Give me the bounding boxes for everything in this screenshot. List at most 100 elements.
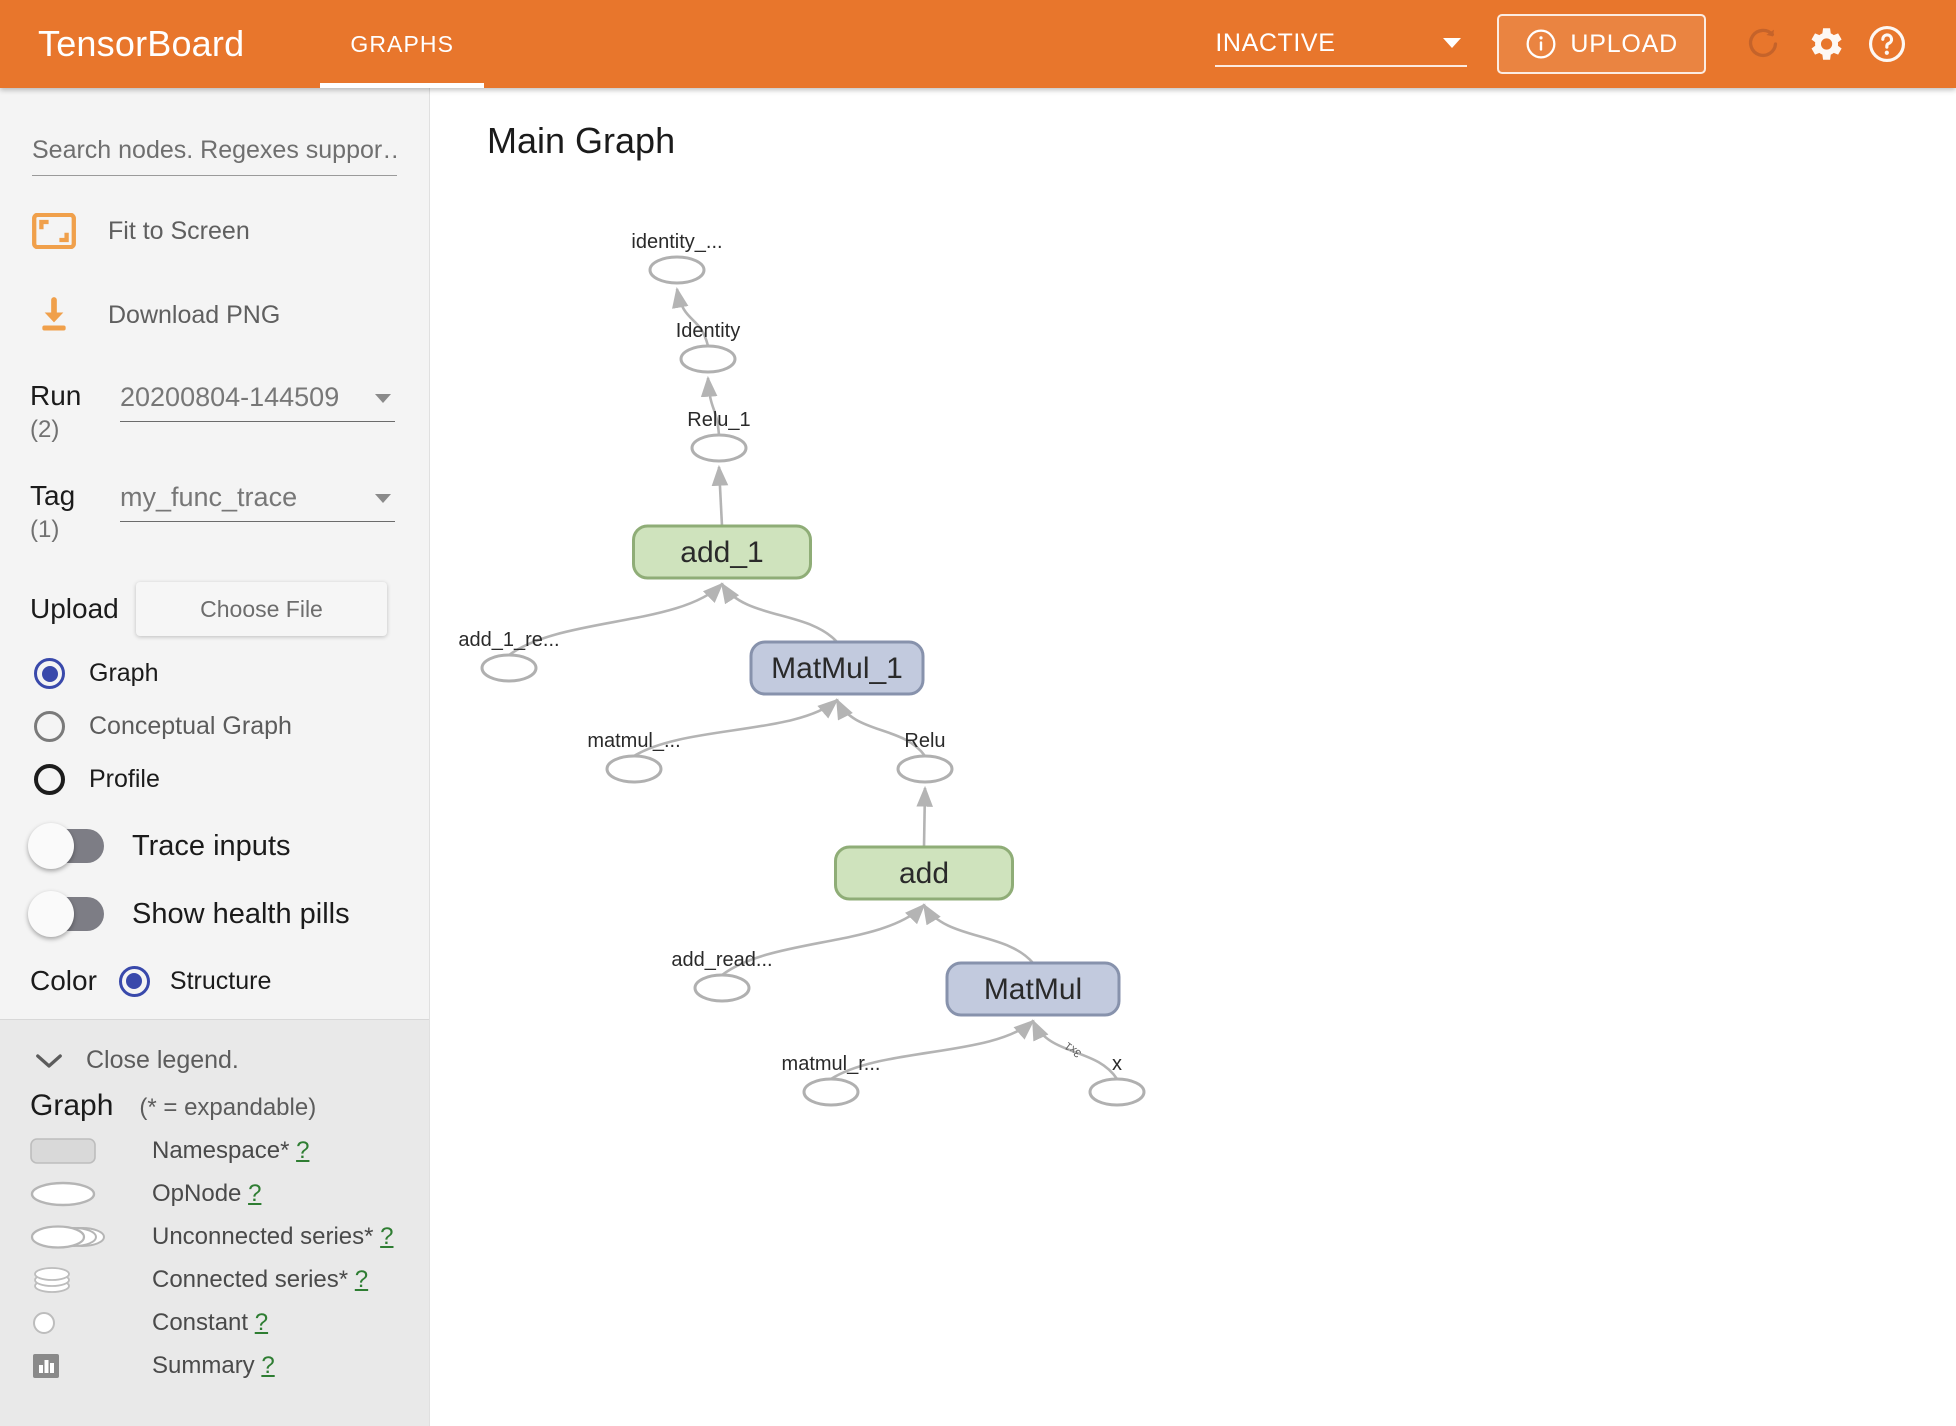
legend-label-unconnected-series: Unconnected series* ?	[152, 1223, 394, 1251]
toggle-show-health-pills[interactable]: Show health pills	[0, 891, 429, 937]
summary-swatch-icon	[30, 1352, 126, 1380]
graph-node-add_1_re[interactable]: add_1_re...	[458, 629, 560, 683]
tag-select[interactable]: my_func_trace	[120, 474, 395, 522]
radio-profile[interactable]: Profile	[0, 764, 429, 795]
run-value: 20200804-144509	[120, 382, 340, 412]
graph-node-identity_out[interactable]: identity_...	[631, 231, 723, 285]
gear-icon	[1811, 28, 1842, 60]
help-link[interactable]: ?	[248, 1179, 262, 1207]
legend-item-namespace: Namespace* ?	[0, 1135, 429, 1166]
graph-edge	[830, 1019, 1035, 1081]
graph-edge	[720, 582, 838, 643]
sidebar-controls: Fit to Screen Download PNG Run (2) 20200…	[0, 136, 429, 1019]
trace-inputs-switch[interactable]	[28, 823, 104, 869]
radio-graph[interactable]: Graph	[0, 658, 429, 689]
constant-swatch-icon	[30, 1310, 126, 1336]
node-label: matmul_r...	[782, 1053, 881, 1075]
graph-node-add_1[interactable]: add_1	[632, 524, 812, 580]
radio-graph-indicator	[34, 658, 65, 689]
chevron-down-icon	[1443, 38, 1462, 48]
help-link[interactable]: ?	[261, 1351, 275, 1379]
node-label: identity_...	[631, 231, 722, 253]
legend-text: Summary	[152, 1351, 255, 1379]
top-app-bar: TensorBoard GRAPHS INACTIVE UPLOAD	[0, 0, 1956, 88]
radio-graph-label: Graph	[89, 659, 159, 687]
upload-label: Upload	[30, 593, 119, 624]
graph-edge	[711, 464, 729, 527]
upload-button[interactable]: UPLOAD	[1497, 14, 1706, 74]
help-link[interactable]: ?	[296, 1136, 310, 1164]
legend-item-constant: Constant ?	[0, 1307, 429, 1338]
graph-edge	[922, 903, 1034, 964]
graph-node-MatMul[interactable]: MatMul	[945, 961, 1121, 1017]
node-label: MatMul	[984, 973, 1082, 1006]
graph-node-matmul_read[interactable]: matmul_...	[587, 730, 681, 784]
graph-node-Identity[interactable]: Identity	[676, 320, 740, 374]
node-label: add_1	[680, 536, 763, 569]
namespace-swatch-icon	[30, 1137, 126, 1164]
close-legend-button[interactable]: Close legend.	[0, 1046, 429, 1075]
run-select[interactable]: 20200804-144509	[120, 374, 395, 422]
graph-node-Relu_1[interactable]: Relu_1	[687, 409, 751, 463]
help-link[interactable]: ?	[380, 1222, 394, 1250]
graph-node-MatMul_1[interactable]: MatMul_1	[749, 640, 925, 696]
legend-label-namespace: Namespace* ?	[152, 1137, 309, 1165]
radio-conceptual-graph-label: Conceptual Graph	[89, 712, 292, 740]
show-health-pills-switch[interactable]	[28, 891, 104, 937]
graph-edges: 3x1	[508, 286, 1119, 1081]
graph-node-Relu[interactable]: Relu	[896, 730, 954, 784]
tag-field: Tag (1) my_func_trace	[0, 474, 429, 544]
sidebar: Fit to Screen Download PNG Run (2) 20200…	[0, 88, 430, 1426]
graph-edge	[1031, 1019, 1119, 1080]
page-title: Main Graph	[487, 120, 676, 161]
node-label: x	[1112, 1053, 1122, 1075]
legend-item-connected-series: Connected series* ?	[0, 1264, 429, 1295]
search-input[interactable]	[32, 136, 397, 176]
trace-inputs-label: Trace inputs	[132, 829, 291, 862]
help-link[interactable]: ?	[354, 1265, 369, 1293]
settings-button[interactable]	[1794, 13, 1856, 75]
graph-node-add[interactable]: add	[834, 845, 1014, 901]
node-label: add_1_re...	[458, 629, 559, 651]
graph-edge	[633, 698, 839, 758]
chevron-down-icon	[36, 1053, 62, 1068]
legend-text: Unconnected series*	[152, 1222, 374, 1250]
topbar-actions: INACTIVE UPLOAD	[1215, 13, 1918, 75]
radio-conceptual-graph-indicator	[34, 711, 65, 742]
toggle-trace-inputs[interactable]: Trace inputs	[0, 823, 429, 869]
graph-edge	[721, 903, 926, 977]
refresh-button[interactable]	[1732, 13, 1794, 75]
run-status-select[interactable]: INACTIVE	[1215, 21, 1468, 67]
fit-to-screen-label: Fit to Screen	[108, 216, 250, 245]
switch-knob	[28, 891, 74, 937]
graph-node-add_read[interactable]: add_read...	[671, 949, 773, 1003]
radio-conceptual-graph[interactable]: Conceptual Graph	[0, 711, 429, 742]
info-icon	[1526, 29, 1556, 59]
graph-node-matmul_r[interactable]: matmul_r...	[782, 1053, 881, 1107]
graph-node-x[interactable]: x	[1088, 1053, 1146, 1107]
radio-profile-indicator	[34, 764, 65, 795]
legend-title: Graph	[30, 1089, 114, 1122]
download-png-button[interactable]: Download PNG	[0, 286, 429, 344]
radio-structure-indicator[interactable]	[118, 965, 150, 997]
choose-file-button[interactable]: Choose File	[136, 582, 387, 636]
fit-to-screen-button[interactable]: Fit to Screen	[0, 202, 429, 260]
run-label: Run	[30, 380, 82, 411]
tab-graphs[interactable]: GRAPHS	[320, 0, 484, 88]
unconnected-series-swatch-icon	[30, 1224, 126, 1250]
legend-text: Constant	[152, 1308, 249, 1336]
help-link[interactable]: ?	[254, 1308, 269, 1336]
app-brand-title: TensorBoard	[38, 23, 245, 64]
download-icon	[30, 295, 78, 335]
tag-value: my_func_trace	[120, 482, 298, 512]
node-label: add_read...	[671, 949, 772, 971]
node-label: matmul_...	[587, 730, 680, 752]
legend-text: OpNode	[152, 1179, 242, 1207]
graph-edge	[700, 375, 721, 436]
help-icon	[1868, 25, 1906, 63]
help-button[interactable]	[1856, 13, 1918, 75]
chevron-down-icon	[375, 394, 391, 403]
